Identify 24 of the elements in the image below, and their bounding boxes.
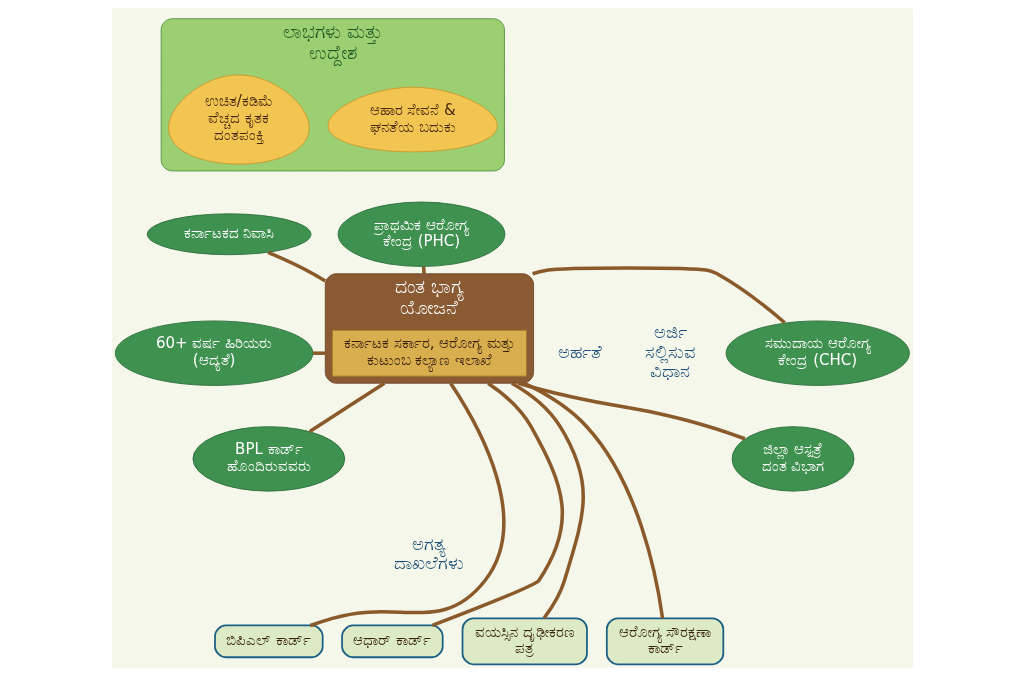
node-box: ಆಧಾರ್ ಕಾರ್ಡ್	[340, 624, 444, 659]
connector	[421, 266, 426, 274]
node-ellipse: ಜಿಲ್ಲಾ ಆಸ್ಪತ್ರೆ ದಂತ ವಿಭಾಗ	[731, 426, 854, 492]
node-box: ಬಿಪಿಎಲ್ ಕಾರ್ಡ್	[213, 624, 324, 659]
connector	[531, 266, 786, 325]
connector	[266, 250, 326, 283]
node-box: ಆರೋಗ್ಯ ಸೌರಕ್ಷಣಾ ಕಾರ್ಡ್	[605, 617, 724, 666]
node-box: ವಯಸ್ಸಿನ ದೃಢೀಕರಣ ಪತ್ರ	[461, 617, 588, 666]
node-ellipse: ಕರ್ನಾಟಕದ ನಿವಾಸಿ	[146, 213, 311, 256]
connector	[510, 381, 585, 620]
label: ಅರ್ಹತೆ	[557, 341, 602, 362]
node-ellipse: 60+ ವರ್ಷ ಹಿರಿಯರು (ಆದ್ಯತೆ)	[114, 320, 313, 386]
label: ಅರ್ಜಿ ಸಲ್ಲಿಸುವ ವಿಧಾನ	[644, 322, 696, 382]
connector	[309, 382, 505, 628]
connector	[308, 381, 385, 433]
node-ellipse: ಪ್ರಾಥಮಿಕ ಆರೋಗ್ಯ ಕೇಂದ್ರ (PHC)	[337, 201, 505, 267]
label: ಅಗತ್ಯ ದಾಖಲೆಗಳು	[393, 533, 464, 573]
connector	[517, 381, 745, 441]
node-box: ಕರ್ನಾಟಕ ಸರ್ಕಾರ, ಆರೋಗ್ಯ ಮತ್ತು ಕುಟುಂಬ ಕಲ್ಯಾಣ ಇಲಾಖೆ	[331, 329, 527, 377]
connector	[522, 381, 664, 619]
connector	[431, 381, 564, 627]
node-ellipse: ಸಮುದಾಯ ಆರೋಗ್ಯ ಕೇಂದ್ರ (CHC)	[725, 320, 910, 386]
node-ellipse: BPL ಕಾರ್ಡ್ ಹೊಂದಿರುವವರು	[191, 426, 345, 492]
connector	[312, 351, 325, 355]
